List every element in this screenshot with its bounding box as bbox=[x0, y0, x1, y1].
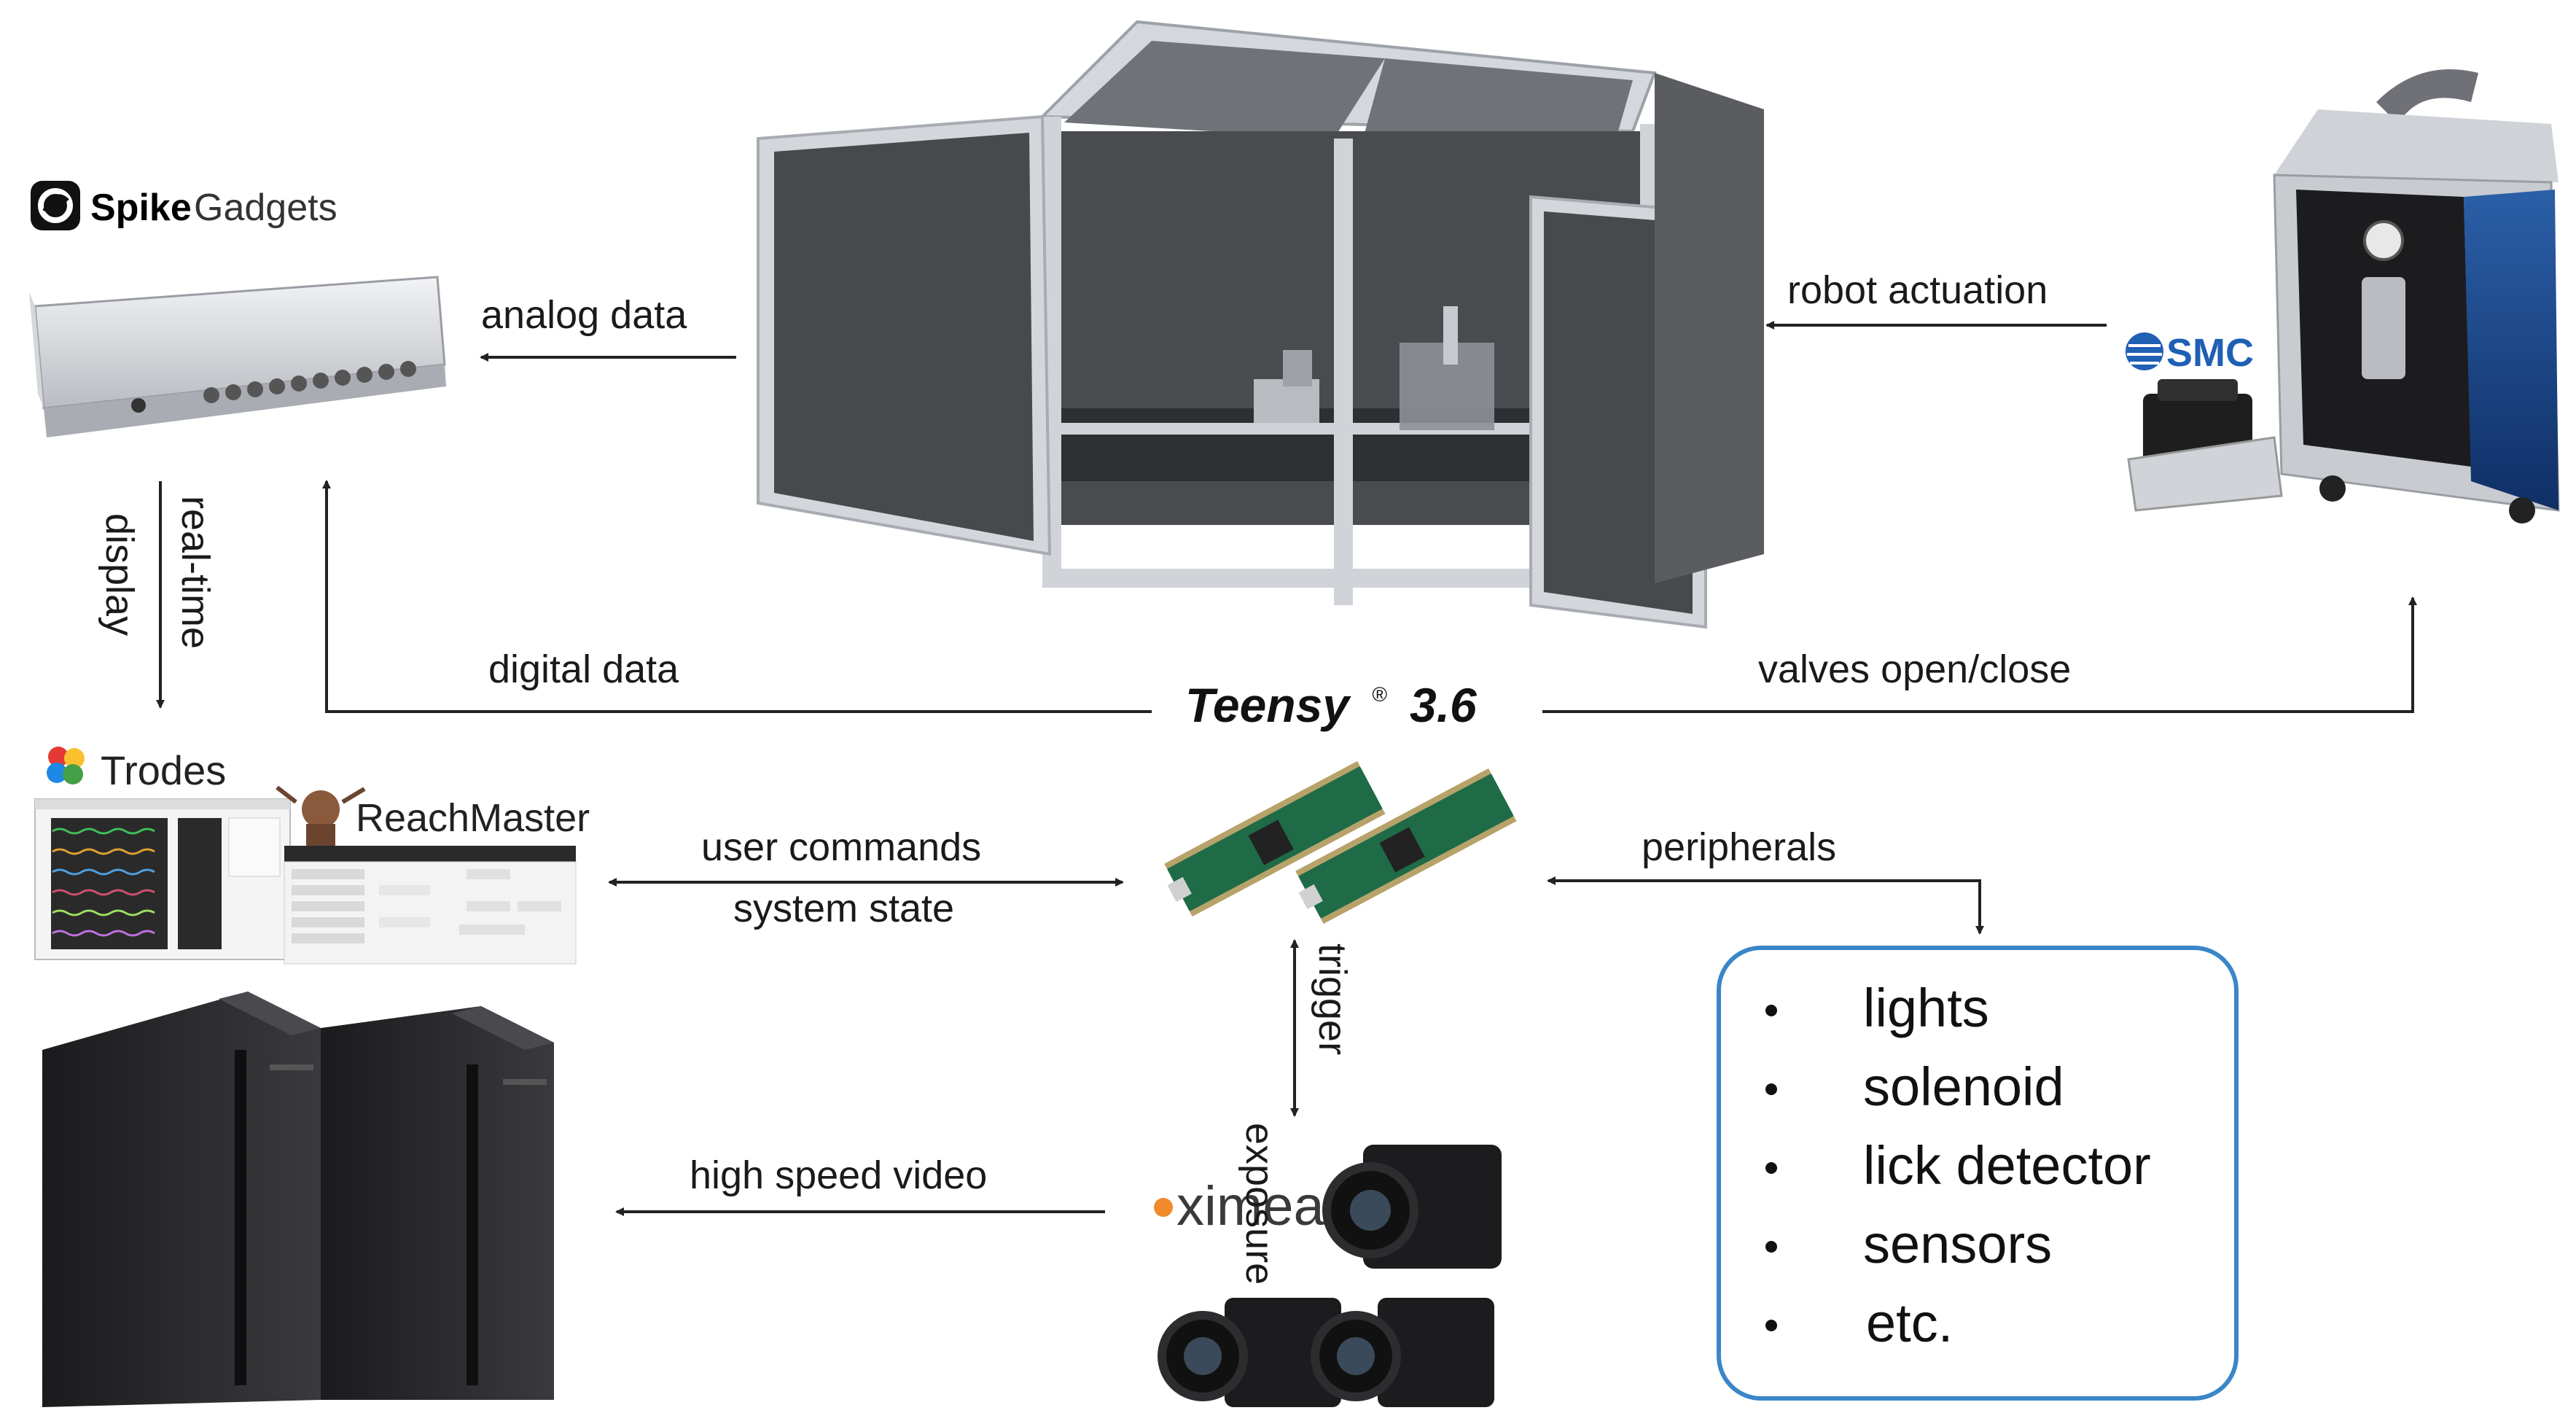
ximea-cameras-image bbox=[1158, 1145, 1502, 1407]
reachmaster-logo: ReachMaster bbox=[276, 785, 590, 846]
spikegadgets-logo-icon bbox=[31, 181, 80, 230]
system-state-label: system state bbox=[733, 887, 954, 930]
exposure-label: exposure bbox=[1238, 1123, 1281, 1285]
display-label: display bbox=[98, 513, 141, 636]
smc-valve-image bbox=[2127, 379, 2283, 512]
teensy-title-text: Teensy bbox=[1185, 678, 1351, 732]
digital-data-label: digital data bbox=[488, 647, 679, 691]
teensy-registered-mark: ® bbox=[1372, 683, 1387, 706]
peripherals-list: lights solenoid lick detector sensors et… bbox=[1765, 978, 2151, 1353]
digital-data-arrow bbox=[322, 480, 1152, 713]
spikegadgets-hardware-image bbox=[29, 276, 446, 437]
smc-logo-icon bbox=[2126, 332, 2163, 370]
reachmaster-logo-text: ReachMaster bbox=[356, 796, 590, 840]
high-speed-video-label: high speed video bbox=[690, 1153, 987, 1197]
bullet bbox=[1765, 1241, 1777, 1253]
peripheral-item: etc. bbox=[1866, 1293, 1953, 1353]
teensy-title: Teensy ® 3.6 bbox=[1185, 678, 1478, 732]
bullet bbox=[1765, 1083, 1777, 1095]
peripherals-arrow bbox=[1547, 876, 1984, 935]
ximea-logo-text: ximea bbox=[1176, 1175, 1324, 1237]
air-compressor-image bbox=[2273, 69, 2560, 523]
valves-label: valves open/close bbox=[1758, 647, 2071, 691]
user-commands-label: user commands bbox=[701, 825, 981, 869]
trodes-logo-icon bbox=[47, 747, 85, 785]
bullet bbox=[1765, 1162, 1777, 1174]
bullet bbox=[1765, 1005, 1777, 1016]
pc-towers-image bbox=[42, 992, 554, 1407]
peripheral-item: lick detector bbox=[1863, 1135, 2151, 1196]
trodes-logo: Trodes bbox=[47, 747, 226, 793]
bullet bbox=[1765, 1320, 1777, 1331]
behavior-enclosure-image bbox=[757, 20, 1764, 629]
peripheral-item: lights bbox=[1863, 978, 1989, 1038]
trodes-logo-text: Trodes bbox=[101, 747, 226, 793]
robot-actuation-label: robot actuation bbox=[1787, 268, 2048, 312]
trodes-screenshot-image bbox=[34, 798, 291, 960]
spikegadgets-bold-text: Spike bbox=[90, 187, 192, 229]
peripheral-item: sensors bbox=[1863, 1214, 2052, 1274]
trigger-label: trigger bbox=[1311, 943, 1354, 1055]
real-time-label: real-time bbox=[173, 496, 217, 649]
valves-arrow bbox=[1542, 596, 2417, 713]
smc-logo-text: SMC bbox=[2166, 331, 2254, 375]
smc-logo: SMC bbox=[2126, 331, 2254, 375]
ximea-logo-icon bbox=[1154, 1198, 1173, 1217]
peripherals-box: lights solenoid lick detector sensors et… bbox=[1717, 946, 2239, 1401]
reachmaster-logo-icon bbox=[276, 785, 366, 846]
reachmaster-gui-image bbox=[284, 846, 577, 965]
analog-data-label: analog data bbox=[481, 293, 687, 337]
teensy-boards-image bbox=[1164, 760, 1517, 924]
spikegadgets-logo: Spike Gadgets bbox=[31, 181, 337, 230]
peripherals-label: peripherals bbox=[1642, 825, 1836, 869]
ximea-logo: ximea bbox=[1154, 1175, 1324, 1237]
teensy-version-text: 3.6 bbox=[1410, 678, 1478, 732]
spikegadgets-light-text: Gadgets bbox=[194, 187, 337, 229]
peripheral-item: solenoid bbox=[1863, 1056, 2064, 1117]
peripherals-box-border bbox=[1717, 946, 2239, 1401]
